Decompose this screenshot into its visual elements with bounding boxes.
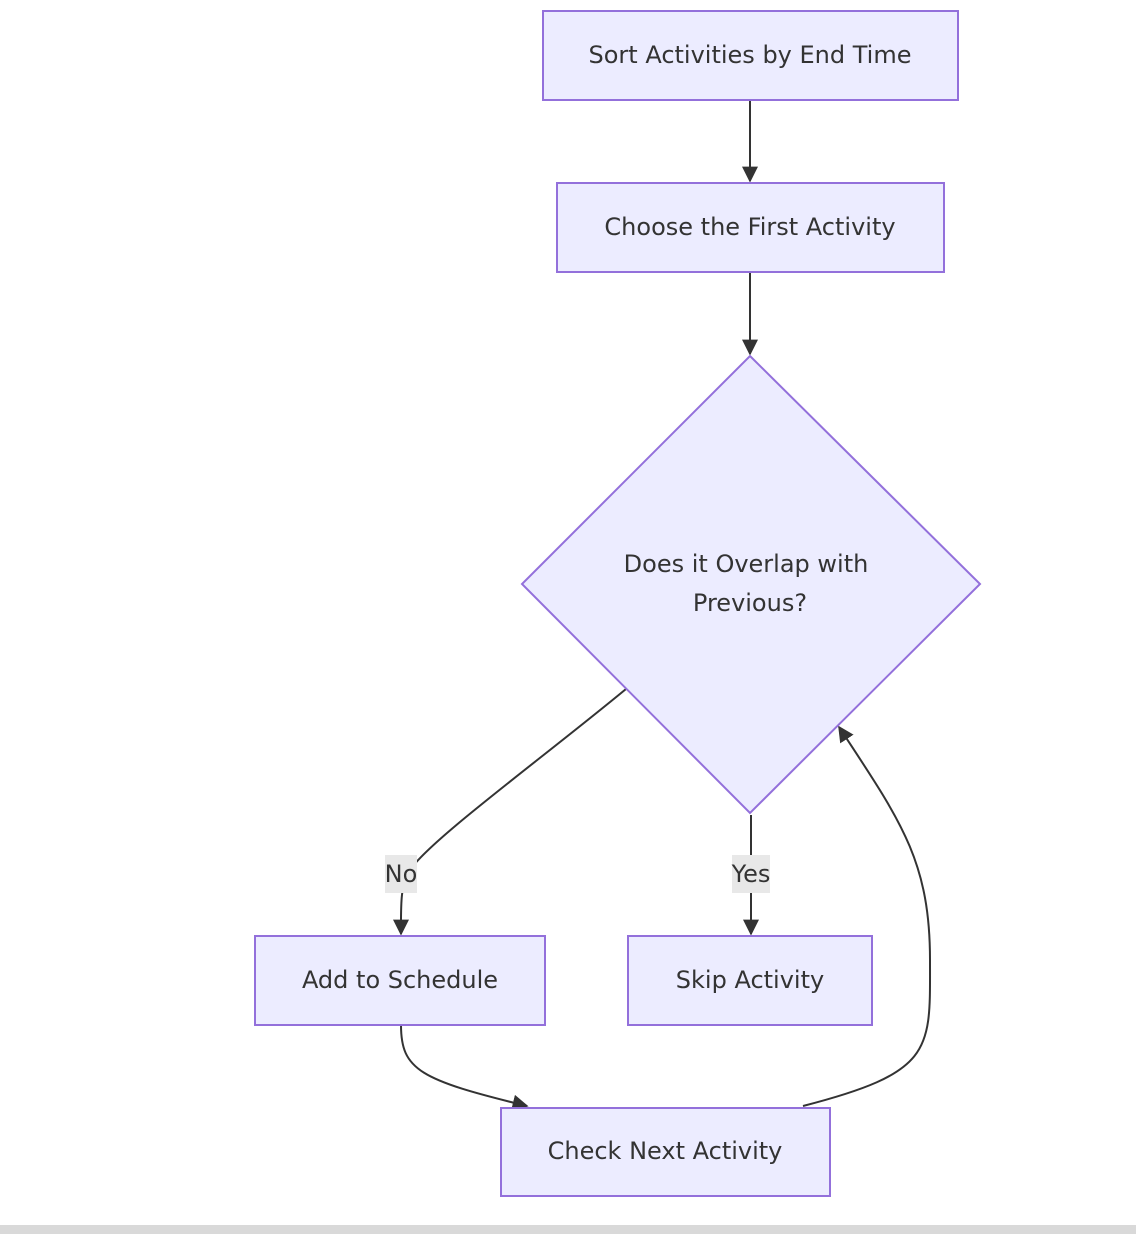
edge-check-to-decision [802, 725, 932, 1107]
node-check-next-activity: Check Next Activity [500, 1107, 831, 1197]
node-choose-first-activity: Choose the First Activity [556, 182, 945, 273]
node-add-to-schedule: Add to Schedule [254, 935, 546, 1026]
svg-text:Check Next Activity: Check Next Activity [548, 1137, 783, 1165]
svg-text:Previous?: Previous? [693, 589, 807, 617]
edge-add-to-check [400, 1024, 529, 1111]
node-skip-activity: Skip Activity [627, 935, 873, 1026]
edge-label-no: No [385, 855, 418, 893]
edge-label-yes: Yes [731, 855, 771, 893]
svg-text:No: No [385, 860, 418, 888]
bottom-scroll-bar [0, 1225, 1136, 1234]
svg-text:Yes: Yes [731, 860, 771, 888]
svg-text:Does it Overlap with: Does it Overlap with [624, 550, 869, 578]
svg-text:Choose the First Activity: Choose the First Activity [604, 213, 895, 241]
node-sort-activities: Sort Activities by End Time [542, 10, 959, 101]
node-overlap-decision: Does it Overlap with Previous? [520, 354, 982, 815]
svg-text:Sort Activities by End Time: Sort Activities by End Time [589, 41, 912, 69]
edge-decision-to-add [392, 688, 627, 936]
svg-text:Add to Schedule: Add to Schedule [302, 966, 498, 994]
svg-text:Skip Activity: Skip Activity [676, 966, 824, 994]
